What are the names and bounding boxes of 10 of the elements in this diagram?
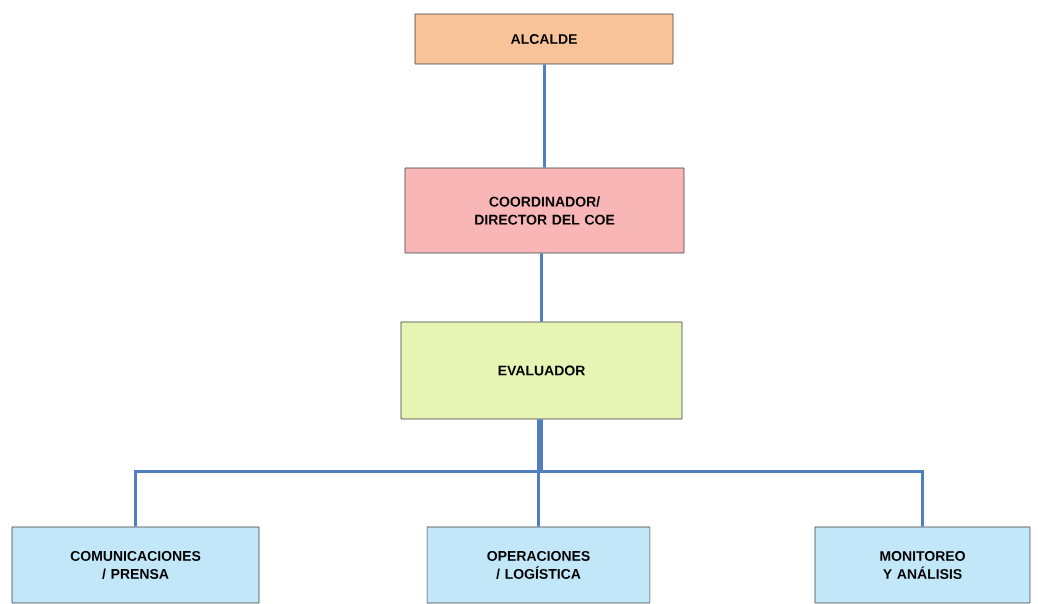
org-box: COMUNICACIONES / PRENSA [11, 526, 260, 604]
org-box: MONITOREO Y ANÁLISIS [814, 526, 1031, 604]
org-box: EVALUADOR [400, 321, 683, 420]
connector-line [543, 64, 546, 168]
connector-line [540, 253, 543, 322]
connector-line [537, 419, 540, 527]
org-box: COORDINADOR/ DIRECTOR DEL COE [404, 167, 685, 254]
connector-line [540, 419, 924, 527]
org-box: OPERACIONES / LOGÍSTICA [426, 526, 651, 604]
org-box: ALCALDE [414, 13, 674, 65]
